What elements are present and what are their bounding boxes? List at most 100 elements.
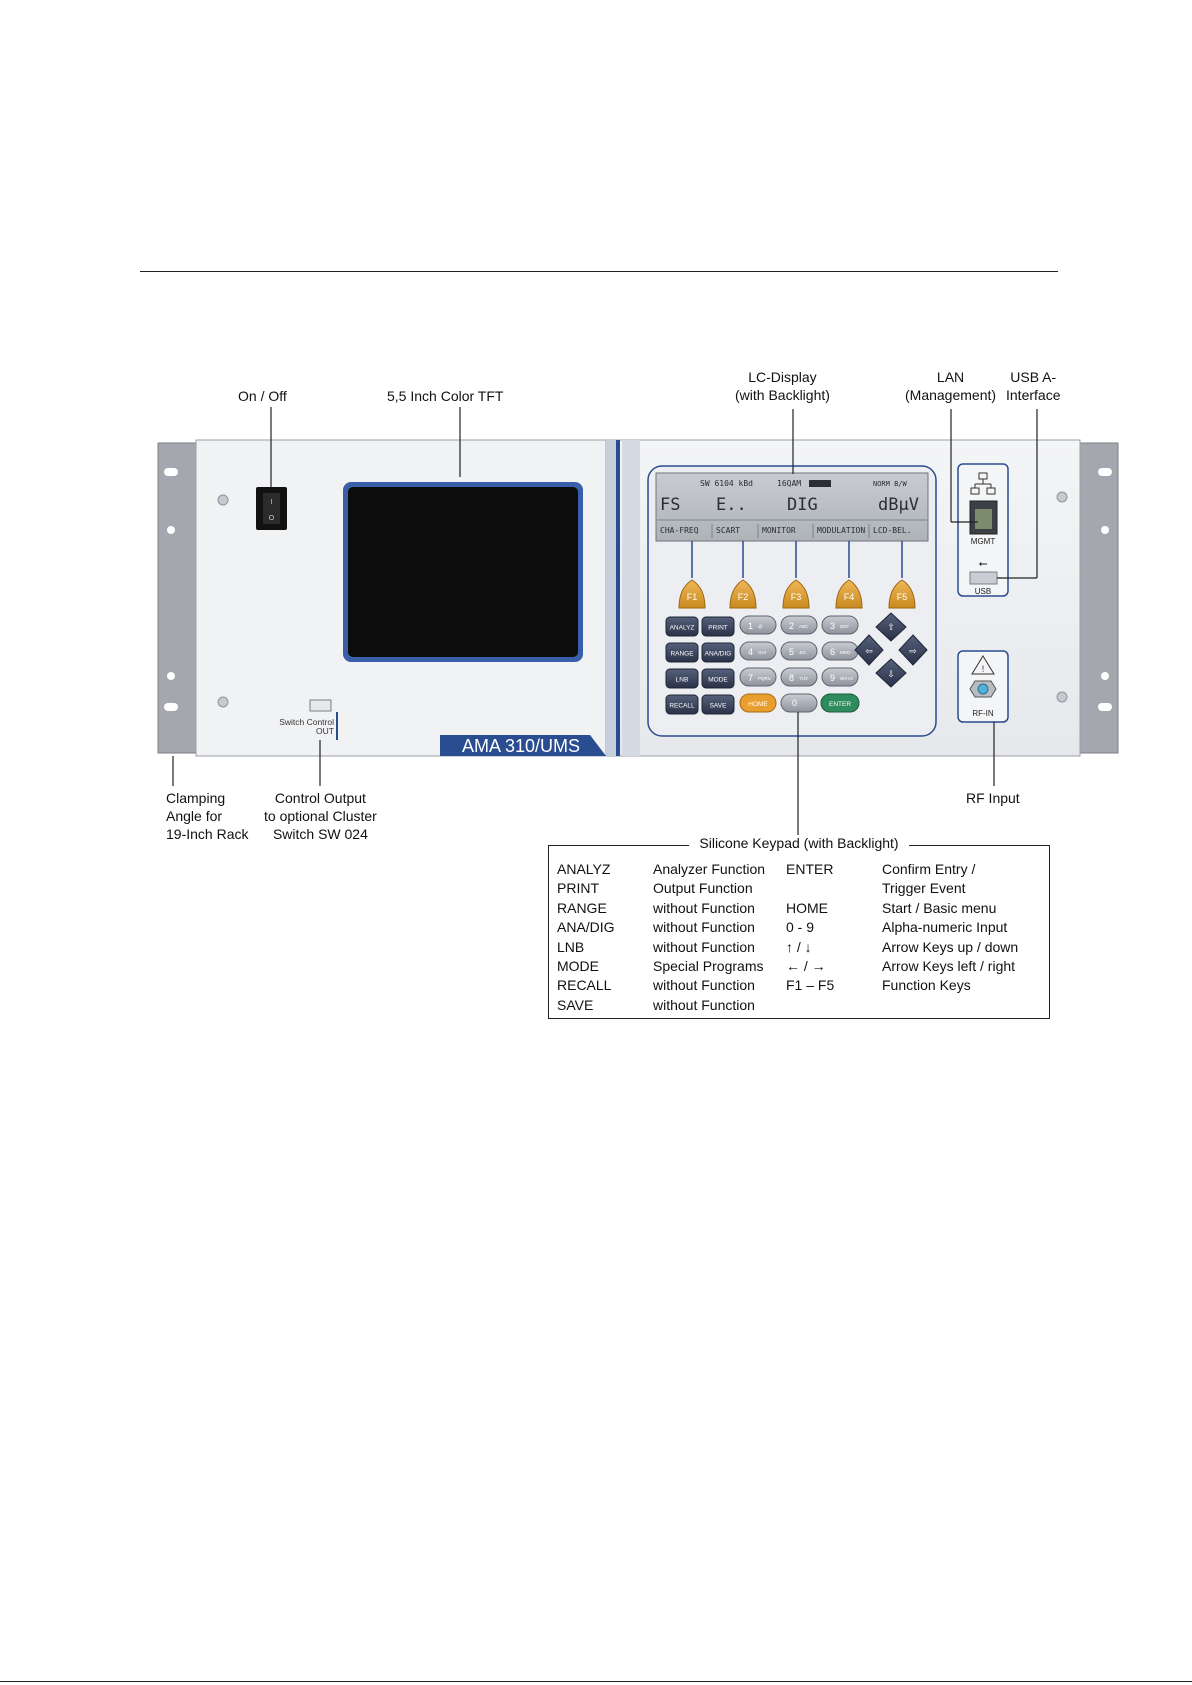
tft-screen — [348, 487, 578, 657]
key-label: RECALL — [669, 703, 695, 710]
warning-icon — [971, 655, 995, 675]
key-label: SAVE — [710, 703, 728, 710]
svg-text:dBµV: dBµV — [878, 495, 919, 515]
legend-cell: Special Programs — [653, 957, 764, 974]
key-letters: MNO — [840, 650, 851, 655]
lcd-menu-item: MODULATION — [817, 526, 865, 535]
key-digit: 6 — [830, 647, 835, 657]
legend-cell: ANALYZ — [557, 861, 611, 877]
svg-text:!: ! — [982, 664, 985, 674]
key-digit: 8 — [789, 673, 794, 683]
switch-control-port — [309, 699, 332, 712]
arrow-left-key[interactable] — [854, 634, 884, 666]
legend-cell: Output Function — [653, 880, 753, 897]
usb-port[interactable] — [969, 571, 998, 585]
key-5[interactable] — [780, 641, 818, 661]
arrow-down-key[interactable] — [875, 658, 907, 688]
function-key-f3[interactable] — [782, 579, 810, 609]
model-name: AMA 310/UMS — [462, 736, 580, 756]
legend-cell: Trigger Event — [882, 880, 966, 897]
enter-key[interactable] — [820, 693, 860, 713]
legend-cell: without Function — [653, 938, 755, 955]
rack-hole — [1101, 526, 1109, 534]
legend-cell: F1 – F5 — [786, 977, 835, 994]
callout-lcd: LC-Display (with Backlight) — [735, 369, 830, 403]
legend-cell: ↑ / ↓ — [786, 938, 812, 955]
key-mode[interactable] — [701, 668, 735, 689]
legend-cell: without Function — [653, 977, 755, 994]
legend-cell: Arrow Keys left / right — [882, 957, 1016, 974]
arrow-up-key[interactable] — [875, 612, 907, 642]
key-7[interactable] — [739, 667, 777, 687]
rack-hole — [167, 526, 175, 534]
svg-text:NORM B/W: NORM B/W — [873, 480, 908, 488]
key-analyz[interactable] — [665, 616, 699, 637]
svg-text:16QAM: 16QAM — [777, 479, 801, 488]
function-key-f4[interactable] — [835, 579, 863, 609]
key-letters: GHI — [758, 650, 766, 655]
arrow-up-icon: ⇧ — [887, 622, 895, 632]
rack-slot — [1098, 703, 1112, 711]
svg-text:DIG: DIG — [787, 495, 818, 515]
svg-text:MGMT: MGMT — [971, 537, 996, 546]
key-recall[interactable] — [665, 694, 699, 715]
key-save[interactable] — [701, 694, 735, 715]
key-8[interactable] — [780, 667, 818, 687]
usb-icon: ⭠ — [979, 558, 988, 570]
function-key-f5[interactable] — [888, 579, 916, 609]
function-key-label: F1 — [687, 592, 698, 602]
key-9[interactable] — [821, 667, 859, 687]
legend-cell: without Function — [653, 996, 755, 1013]
legend-cell: RANGE — [557, 899, 607, 916]
key-print[interactable] — [701, 616, 735, 637]
rack-hole — [167, 672, 175, 680]
key-range[interactable] — [665, 642, 699, 663]
lcd-menu-item: SCART — [716, 526, 740, 535]
key-label: ANALYZ — [670, 625, 695, 632]
function-key-f1[interactable] — [678, 579, 706, 609]
legend-cell: ENTER — [786, 861, 834, 877]
callout-lan: LAN (Management) — [905, 369, 997, 403]
key-0[interactable] — [780, 693, 818, 713]
callout-control-output: Control Output to optional Cluster Switc… — [264, 790, 377, 842]
key-letters: WXYZ — [840, 676, 853, 681]
panel-divider — [622, 440, 640, 756]
legend-cell — [786, 879, 882, 898]
key-label: ANA/DIG — [705, 651, 732, 658]
legend-cell: MODE — [557, 957, 599, 974]
svg-text:SW 6104 kBd: SW 6104 kBd — [700, 479, 753, 488]
key-ana-dig[interactable] — [701, 642, 735, 663]
panel-divider-light — [606, 440, 616, 756]
panel-divider-blue — [616, 440, 620, 756]
arrow-right-key[interactable] — [898, 634, 928, 666]
key-lnb[interactable] — [665, 668, 699, 689]
home-key[interactable] — [739, 693, 777, 713]
key-digit: 4 — [748, 647, 753, 657]
function-key-f2[interactable] — [729, 579, 757, 609]
key-label: RANGE — [670, 651, 694, 658]
key-4[interactable] — [739, 641, 777, 661]
legend-cell — [786, 996, 882, 1015]
right-clamping-angle — [1079, 442, 1119, 754]
svg-text:RF-IN: RF-IN — [972, 709, 994, 718]
callout-rf-input: RF Input — [966, 790, 1020, 806]
arrow-down-icon: ⇩ — [887, 669, 895, 679]
key-digit: 1 — [748, 621, 753, 631]
key-3[interactable] — [821, 615, 859, 635]
legend-cell: without Function — [653, 919, 755, 936]
switch-control-out-label: OUT — [316, 726, 334, 736]
legend-cell: ← / → — [786, 957, 826, 974]
svg-text:FS: FS — [660, 495, 680, 515]
key-letters: ABC — [799, 624, 809, 629]
lcd-signal-bar — [809, 480, 831, 487]
key-digit: 2 — [789, 621, 794, 631]
legend-cell: without Function — [653, 899, 755, 916]
key-2[interactable] — [780, 615, 818, 635]
key-1[interactable] — [739, 615, 777, 635]
screw — [217, 696, 229, 708]
